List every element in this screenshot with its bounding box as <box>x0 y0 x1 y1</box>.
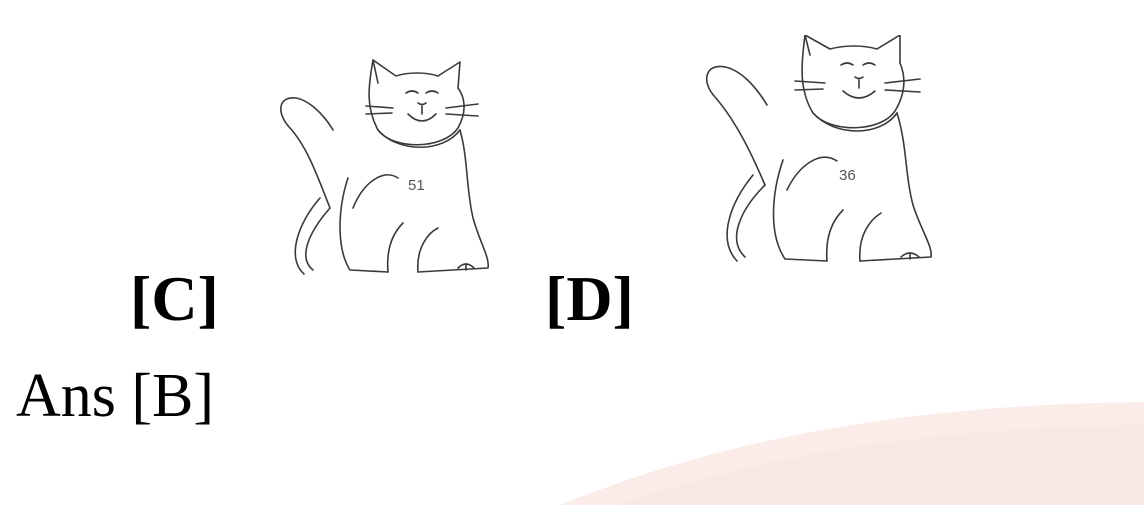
option-c-cat-number: 51 <box>408 177 425 194</box>
option-d-label: [D] <box>545 263 634 334</box>
option-c-label: [C] <box>130 263 219 334</box>
option-c-cat-image: 51 <box>280 59 490 275</box>
option-d-cat-image: 36 <box>705 35 932 262</box>
answer-text: Ans [B] <box>16 362 215 430</box>
option-d-cat-number: 36 <box>839 167 856 184</box>
